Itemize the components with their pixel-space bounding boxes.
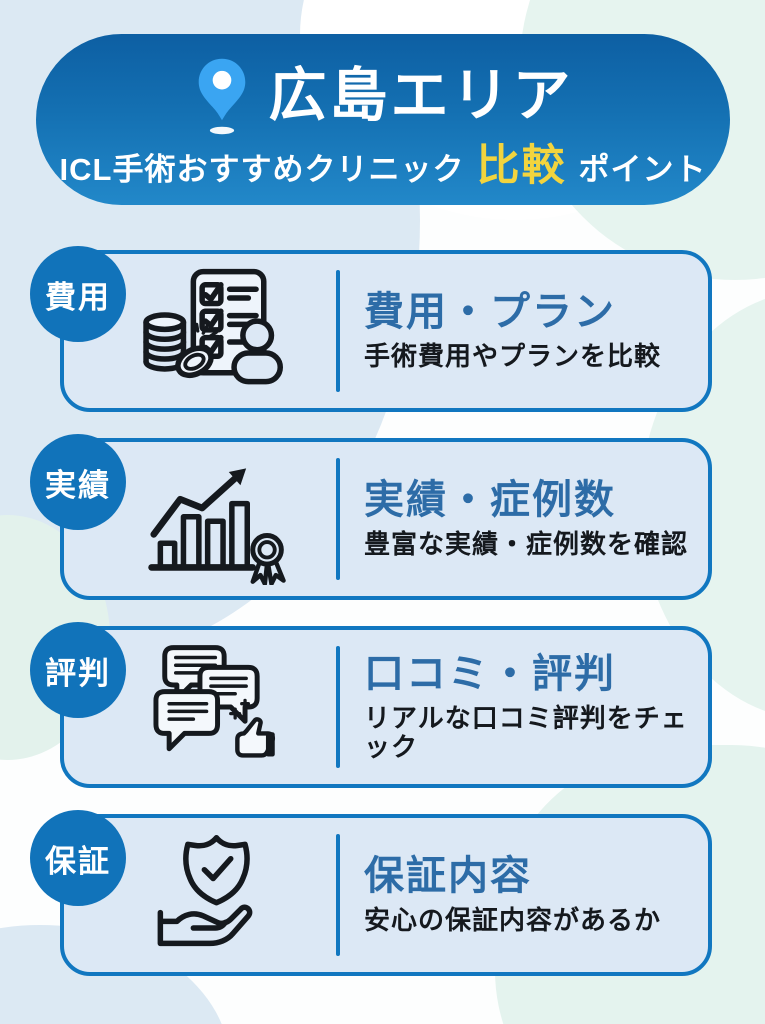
page-title: 広島エリア	[268, 63, 574, 128]
card-text: 費用・プラン 手術費用やプランを比較	[340, 254, 708, 408]
card-badge-label: 保証	[45, 843, 111, 879]
card-description: 手術費用やプランを比較	[364, 341, 662, 372]
bar-chart-award-icon	[64, 442, 336, 596]
card-description: リアルな口コミ評判をチェック	[364, 702, 688, 762]
comparison-card-results: 実績 実績・症例数	[30, 434, 712, 600]
card-text: 実績・症例数 豊富な実績・症例数を確認	[340, 442, 708, 596]
comparison-card-reviews: 評判	[30, 622, 712, 788]
checklist-coins-icon	[64, 254, 336, 408]
card-badge: 評判	[30, 622, 126, 718]
card-title: 実績・症例数	[364, 478, 616, 523]
card-divider	[336, 646, 340, 768]
card-description: 豊富な実績・症例数を確認	[364, 529, 689, 560]
card-title: 費用・プラン	[364, 290, 616, 335]
card-badge: 保証	[30, 810, 126, 906]
card-badge-label: 評判	[45, 655, 111, 691]
card-title: 口コミ・評判	[364, 651, 616, 696]
shield-hand-icon	[64, 818, 336, 972]
card-description: 安心の保証内容があるか	[364, 905, 662, 936]
subtitle-suffix: ポイント	[578, 152, 707, 187]
map-pin-icon	[192, 55, 252, 137]
comparison-card-cost: 費用	[30, 246, 712, 412]
header-banner: 広島エリア ICL手術おすすめクリニック 比較 ポイント	[36, 34, 730, 205]
card-badge-label: 費用	[45, 279, 111, 315]
subtitle-prefix: ICL手術おすすめクリニック	[59, 152, 465, 187]
header-title-row: 広島エリア	[192, 55, 573, 137]
subtitle-highlight: 比較	[476, 142, 567, 190]
card-divider	[336, 270, 340, 392]
card-badge: 費用	[30, 246, 126, 342]
comparison-card-list: 費用	[30, 246, 712, 976]
card-text: 保証内容 安心の保証内容があるか	[340, 818, 708, 972]
comparison-card-guarantee: 保証 保証内容 安心の保証内容があるか	[30, 810, 712, 976]
speech-bubbles-thumbs-up-icon	[64, 630, 336, 784]
card-divider	[336, 458, 340, 580]
header-subtitle: ICL手術おすすめクリニック 比較 ポイント	[60, 145, 707, 188]
card-badge: 実績	[30, 434, 126, 530]
card-divider	[336, 834, 340, 956]
card-badge-label: 実績	[45, 467, 111, 503]
card-title: 保証内容	[364, 854, 532, 899]
card-text: 口コミ・評判 リアルな口コミ評判をチェック	[340, 630, 708, 784]
